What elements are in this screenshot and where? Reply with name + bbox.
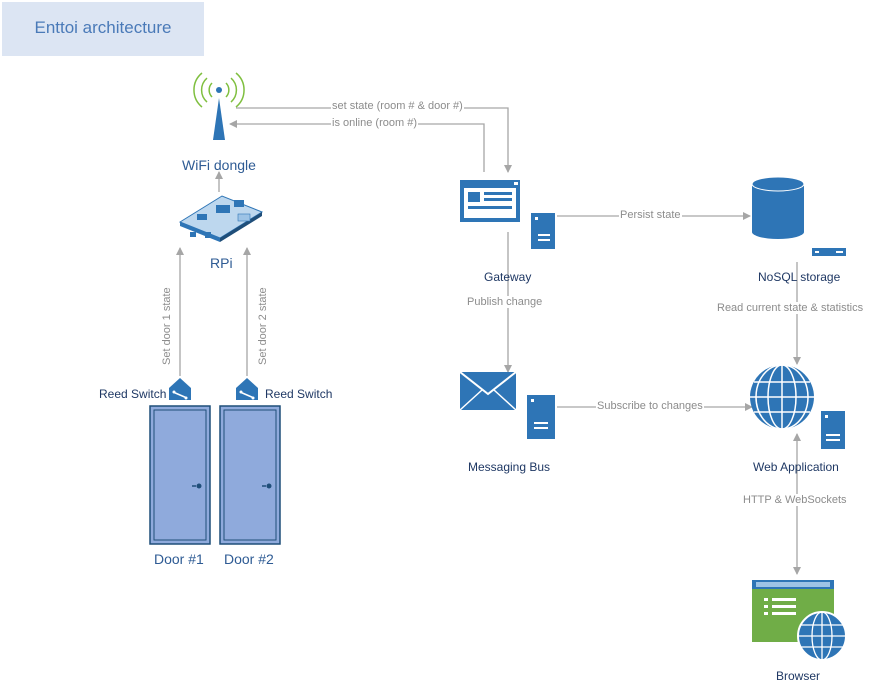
browser-icon: [752, 580, 847, 661]
title-box: Enttoi architecture: [2, 2, 204, 56]
web-application-label: Web Application: [753, 460, 839, 474]
reed-switch-1-label: Reed Switch: [99, 387, 167, 401]
gateway-label: Gateway: [484, 270, 532, 284]
edge-label-publish-change: Publish change: [466, 296, 544, 308]
messaging-bus-icon: [459, 371, 557, 441]
edge-label-set-door-1: Set door 1 state: [161, 286, 173, 366]
edge-is-online: [229, 120, 485, 172]
edge-label-read-state: Read current state & statistics: [716, 302, 865, 314]
edge-label-set-state: set state (room # & door #): [331, 100, 464, 112]
edge-label-persist-state: Persist state: [619, 209, 682, 221]
reed-switch-1-icon: [169, 378, 191, 400]
rpi-label: RPi: [210, 255, 233, 271]
edge-label-set-door-2: Set door 2 state: [257, 286, 269, 366]
door-2-icon: [219, 405, 281, 545]
web-application-icon: [750, 364, 847, 451]
rpi-board-icon: [178, 195, 264, 242]
messaging-bus-label: Messaging Bus: [468, 460, 551, 474]
reed-switch-2-icon: [236, 378, 258, 400]
browser-label: Browser: [776, 669, 821, 683]
edge-label-subscribe: Subscribe to changes: [596, 400, 704, 412]
door-1-label: Door #1: [154, 551, 204, 567]
edge-label-is-online: is online (room #): [331, 117, 418, 129]
nosql-storage-icon: [751, 176, 846, 256]
wifi-dongle-icon: [193, 72, 245, 140]
door-1-icon: [149, 405, 211, 545]
edge-label-http-ws: HTTP & WebSockets: [742, 494, 848, 506]
nosql-storage-label: NoSQL storage: [758, 270, 841, 284]
diagram-title: Enttoi architecture: [34, 18, 172, 37]
reed-switch-2-label: Reed Switch: [265, 387, 333, 401]
door-2-label: Door #2: [224, 551, 274, 567]
wifi-dongle-label: WiFi dongle: [182, 157, 256, 173]
gateway-icon: [460, 180, 557, 251]
edge-set-state: [236, 107, 512, 173]
